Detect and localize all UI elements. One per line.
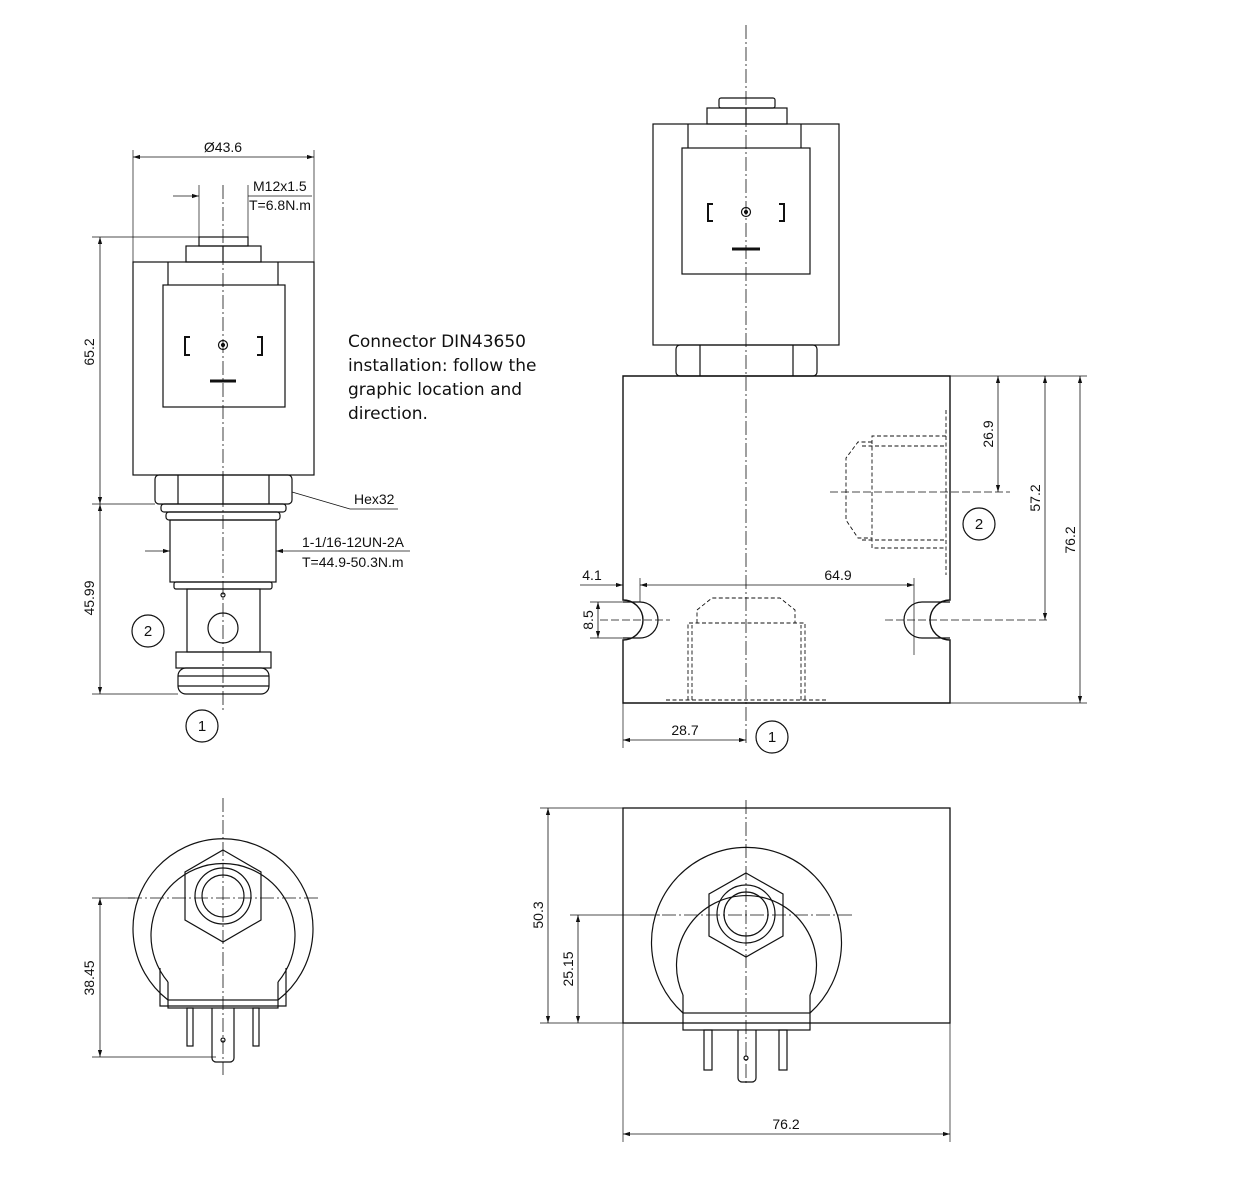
top-nut [198,236,249,247]
note-line: Connector DIN43650 [348,332,526,352]
dim-height-cartridge: 45.99 [81,580,97,615]
manifold-top [622,807,951,1024]
cartridge-port [207,612,239,644]
dim-64-9: 64.9 [824,567,851,583]
connector-plug [162,284,286,408]
port-2-label: 2 [975,516,983,533]
bottom-right-view [540,800,951,1142]
hex-nut [708,872,784,958]
hidden-port-2 [845,410,947,575]
coil-outline [132,838,314,1001]
dim-38-45: 38.45 [81,960,97,995]
dim-torque-top: T=6.8N.m [249,197,311,213]
dim-50-3: 50.3 [530,901,546,928]
port-1-marker [185,709,219,743]
cartridge-tip [177,667,270,695]
port-2-label: 2 [144,623,152,640]
dim-57-2: 57.2 [1027,484,1043,511]
port-1-label: 1 [198,718,206,735]
hidden-cavity [666,597,828,701]
port-1-label: 1 [768,729,776,746]
port-2-marker [962,507,996,541]
block-view [580,25,1087,754]
lower-ring [175,651,272,669]
connector-installation-note: Connector DIN43650 installation: follow … [348,330,563,426]
note-line: direction. [348,404,428,424]
coil-body [132,261,315,476]
label-thread-main: 1-1/16-12UN-2A [302,534,405,550]
label-hex: Hex32 [354,491,395,507]
note-line: installation: follow the [348,356,537,376]
dim-76-2-width: 76.2 [772,1116,799,1132]
dim-thread-top: M12x1.5 [253,178,307,194]
coil-outline [650,846,843,1014]
hex-nut [675,344,818,377]
bottom-left-view [92,798,320,1075]
dim-26-9: 26.9 [980,420,996,447]
dim-diameter: Ø43.6 [204,139,242,155]
port-2-marker [131,614,165,648]
connector-plug [681,147,811,275]
hex-nut [184,849,262,943]
dim-28-7: 28.7 [671,722,698,738]
port-1-marker [755,720,789,754]
dim-8-5: 8.5 [580,610,596,630]
dim-25-15: 25.15 [560,951,576,986]
note-line: graphic location and [348,380,523,400]
label-torque-main: T=44.9-50.3N.m [302,554,404,570]
dim-4-1: 4.1 [582,567,602,583]
manifold-block [622,375,951,704]
dim-height-coil: 65.2 [81,338,97,365]
dim-76-2: 76.2 [1062,526,1078,553]
side-view [92,150,410,743]
